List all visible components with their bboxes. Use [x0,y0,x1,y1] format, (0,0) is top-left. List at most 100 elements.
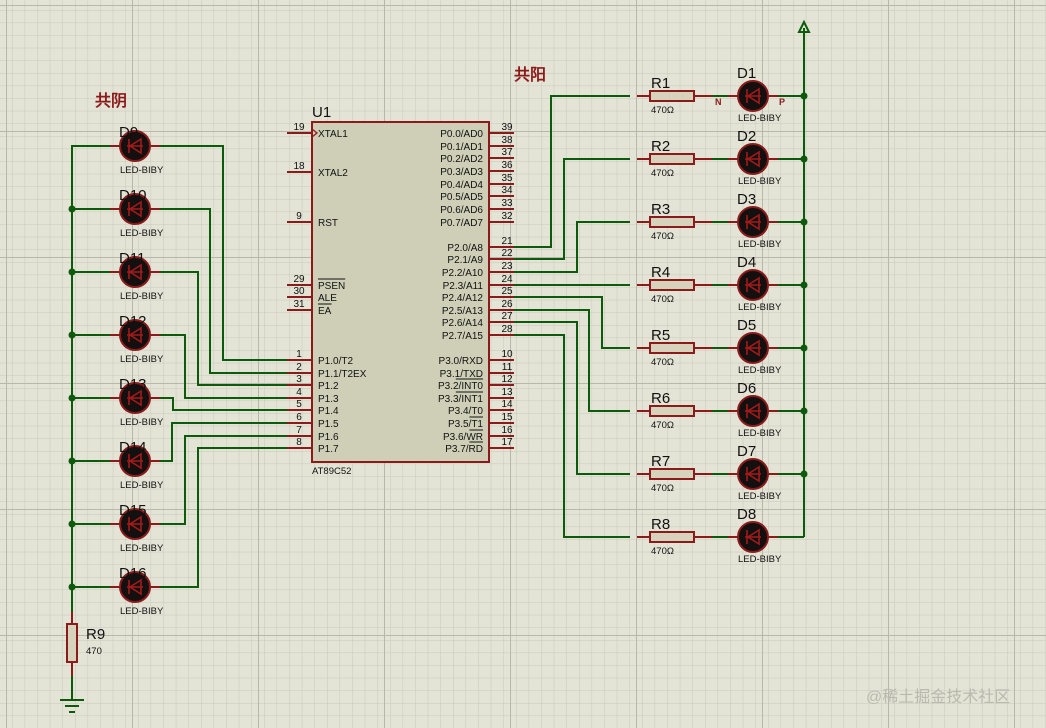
mcu-pin-2[interactable]: 2P1.1/T2EX [287,362,367,380]
pin-label: P2.3/A11 [443,281,484,292]
mcu-at89c52[interactable]: U1AT89C5219XTAL118XTAL29RST29PSEN30ALE31… [287,104,514,477]
pin-number: 27 [501,311,513,322]
mcu-pin-3[interactable]: 3P1.2 [287,374,339,392]
mcu-body[interactable] [311,121,490,463]
mcu-pin-1[interactable]: 1P1.0/T2 [287,349,353,367]
resistor-value: 470Ω [651,294,674,305]
pin-label: P0.1/AD1 [440,142,483,153]
led-value: LED-BIBY [738,302,782,313]
resistor-value: 470Ω [651,105,674,116]
wire-p1-4 [160,397,287,411]
mcu-pin-6[interactable]: 6P1.5 [287,412,339,430]
ground-icon [60,699,84,713]
resistor-ref: R5 [651,327,670,344]
led-value: LED-BIBY [738,428,782,439]
pin-number: 34 [501,185,513,196]
pin-label: P3.1/TXD [440,369,483,380]
mcu-pin-7[interactable]: 7P1.6 [287,425,339,443]
wire-p1-7 [160,447,287,588]
resistor-value: 470Ω [651,231,674,242]
pin-label: P1.3 [318,394,339,405]
pin-number: 16 [501,425,513,436]
mcu-pin-5[interactable]: 5P1.4 [287,399,339,417]
wire-p1-5 [160,422,287,462]
pin-label: P3.2/INT0 [438,381,483,392]
led-ref: D12 [119,313,147,330]
mcu-pin-8[interactable]: 8P1.7 [287,437,339,455]
wire-p2-6 [514,321,630,475]
junction-dot [68,583,76,591]
resistor-icon [649,342,695,354]
resistor-icon [649,90,695,102]
junction-dot [800,155,808,163]
pin-label: P1.5 [318,419,339,430]
wire-p2-4 [514,296,630,349]
pin-number: 6 [296,412,302,423]
pin-number: 28 [501,324,513,335]
mcu-ref: U1 [312,104,331,121]
pin-number: 30 [293,286,305,297]
led-ref: D9 [119,124,138,141]
mcu-pin-4[interactable]: 4P1.3 [287,387,339,405]
pin-number: 11 [502,362,513,373]
resistor-value: 470Ω [651,483,674,494]
pin-number: 37 [501,147,513,158]
led-ref: D3 [737,191,756,208]
led-value: LED-BIBY [738,176,782,187]
junction-dot [68,457,76,465]
led-ref: D11 [119,250,145,267]
resistor-value: 470 [86,646,102,657]
pin-label: EA [318,306,332,317]
led-value: LED-BIBY [120,606,164,617]
led-value: LED-BIBY [120,291,164,302]
